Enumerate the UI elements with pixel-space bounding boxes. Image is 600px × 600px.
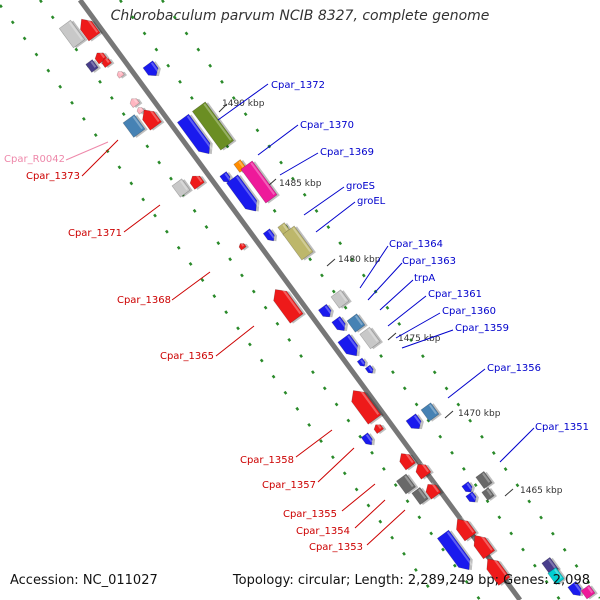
gene-label: Cpar_1353 <box>309 542 363 553</box>
forward-gene-arrow <box>436 529 473 571</box>
gene-label: Cpar_1355 <box>283 509 337 520</box>
reverse-gene-arrow <box>101 57 115 69</box>
forward-gene-arrow <box>337 333 361 357</box>
gene-block <box>282 225 316 261</box>
forward-gene-arrow <box>356 357 368 367</box>
gene-block <box>547 566 567 586</box>
gene-label: Cpar_1364 <box>389 239 443 250</box>
reverse-gene-arrow <box>456 516 479 542</box>
gene-label: Cpar_1368 <box>117 295 171 306</box>
forward-gene-arrow <box>360 432 376 446</box>
reverse-gene-arrow <box>136 107 147 115</box>
gene-label: Cpar_R0042 <box>4 154 65 165</box>
gene-label: Cpar_1370 <box>300 120 354 131</box>
gene-block <box>122 114 148 138</box>
reverse-gene-arrow <box>80 16 103 42</box>
gene-block <box>330 289 352 309</box>
reverse-gene-arrow <box>238 243 249 251</box>
gene-label: groES <box>346 181 375 192</box>
gene-block <box>85 59 101 73</box>
forward-gene-arrow <box>318 303 334 318</box>
reverse-gene-arrow <box>415 462 434 480</box>
summary-text: Topology: circular; Length: 2,289,249 bp… <box>232 573 590 588</box>
gene-block <box>346 313 368 333</box>
scale-ticks: 1490 kbp 1485 kbp 1480 kbp 1475 kbp 1470… <box>218 99 563 497</box>
leader-lines <box>65 83 535 546</box>
reverse-gene-arrow <box>399 451 419 471</box>
forward-gene-labels: Cpar_1372 Cpar_1370 Cpar_1369 groES groE… <box>271 80 589 433</box>
reverse-gene-arrow <box>94 51 110 65</box>
gene-label: groEL <box>357 196 386 207</box>
gene-block <box>240 160 280 204</box>
forward-gene-arrow <box>331 315 349 332</box>
forward-gene-arrow <box>405 413 424 430</box>
forward-gene-arrow <box>461 481 475 493</box>
forward-gene-arrow <box>465 491 479 503</box>
accession-text: Accession: NC_011027 <box>10 573 158 588</box>
gene-label: Cpar_1371 <box>68 228 122 239</box>
gene-block <box>475 470 495 490</box>
backbone <box>77 0 523 600</box>
forward-gene-arrow <box>219 171 233 183</box>
reverse-gene-arrow <box>273 286 306 324</box>
gene-block <box>580 584 598 600</box>
forward-gene-arrow <box>262 228 278 242</box>
gene-label: Cpar_1373 <box>26 171 80 182</box>
gene-block <box>359 326 383 350</box>
reverse-gene-arrow <box>142 107 165 131</box>
gene-block <box>420 402 442 422</box>
scale-label: 1475 kbp <box>398 334 441 344</box>
gene-label: trpA <box>414 273 435 284</box>
gene-label: Cpar_1354 <box>296 526 350 537</box>
scale-label: 1465 kbp <box>520 486 563 496</box>
gene-block <box>191 101 237 151</box>
reverse-gene-arrow <box>373 423 387 435</box>
gene-block <box>396 473 419 495</box>
gene-label: Cpar_1360 <box>442 306 496 317</box>
reverse-gene-arrow <box>189 174 208 190</box>
scale-label: 1470 kbp <box>458 409 501 419</box>
gene-label: Cpar_1359 <box>455 323 509 334</box>
reverse-gene-arrow <box>473 532 498 560</box>
gene-block <box>171 178 193 198</box>
scale-label: 1485 kbp <box>279 179 322 189</box>
reverse-gene-arrow <box>116 71 127 79</box>
reverse-gene-arrow <box>425 482 444 500</box>
reverse-gene-labels: Cpar_R0042 Cpar_1373 Cpar_1371 Cpar_1368… <box>4 154 363 553</box>
forward-gene-arrow <box>226 174 260 212</box>
gene-label: Cpar_1357 <box>262 480 316 491</box>
scale-label: 1490 kbp <box>222 99 265 109</box>
forward-gene-arrow <box>567 580 585 597</box>
gene-block <box>481 487 497 501</box>
reverse-gene-arrow <box>351 387 384 425</box>
forward-gene-arrow <box>142 60 161 77</box>
gene-label: Cpar_1365 <box>160 351 214 362</box>
gene-label: Cpar_1356 <box>487 363 541 374</box>
gene-block <box>411 486 431 506</box>
gene-label: Cpar_1351 <box>535 422 589 433</box>
gene-label: Cpar_1363 <box>402 256 456 267</box>
gene-block <box>58 19 88 49</box>
map-title: Chlorobaculum parvum NCIB 8327, complete… <box>110 8 490 24</box>
forward-gene-arrow <box>176 113 213 155</box>
reverse-gene-arrow <box>486 555 513 586</box>
gene-label: Cpar_1358 <box>240 455 294 466</box>
gene-features <box>58 16 598 600</box>
gene-label: Cpar_1372 <box>271 80 325 91</box>
forward-gene-arrow <box>364 364 376 374</box>
gene-label: Cpar_1361 <box>428 289 482 300</box>
reverse-gene-arrow <box>129 97 143 109</box>
scale-label: 1480 kbp <box>338 255 381 265</box>
gene-label: Cpar_1369 <box>320 147 374 158</box>
